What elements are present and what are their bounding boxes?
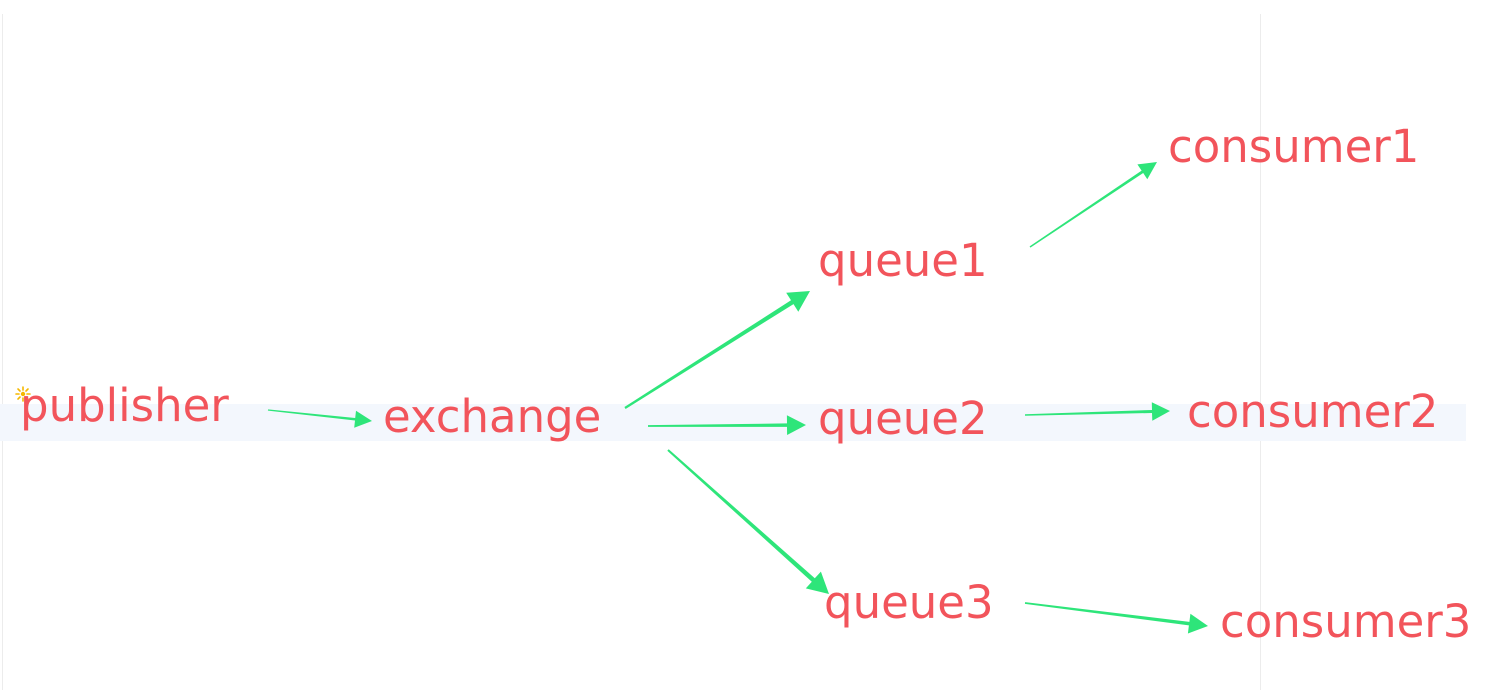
arrow-queue2-consumer2: [1025, 402, 1170, 421]
sparkle-icon: [15, 386, 31, 402]
arrow-queue3-consumer3: [1024, 602, 1208, 634]
page-left-border: [2, 14, 3, 690]
node-consumer2: consumer2: [1187, 385, 1439, 438]
arrow-exchange-queue3: [667, 449, 829, 594]
node-publisher: publisher: [20, 379, 229, 432]
selected-line-highlight: [0, 404, 1466, 441]
page-column-divider: [1260, 14, 1261, 690]
node-queue2: queue2: [818, 392, 988, 445]
node-consumer1: consumer1: [1168, 120, 1420, 173]
arrow-queue1-consumer1: [1029, 162, 1157, 248]
node-queue1: queue1: [818, 234, 988, 287]
arrow-exchange-queue1: [624, 291, 810, 409]
node-queue3: queue3: [824, 576, 994, 629]
arrow-publisher-exchange: [267, 409, 372, 428]
node-exchange: exchange: [383, 390, 602, 443]
node-consumer3: consumer3: [1220, 595, 1472, 648]
arrow-exchange-queue2: [648, 415, 806, 435]
edges-group: [267, 162, 1208, 634]
